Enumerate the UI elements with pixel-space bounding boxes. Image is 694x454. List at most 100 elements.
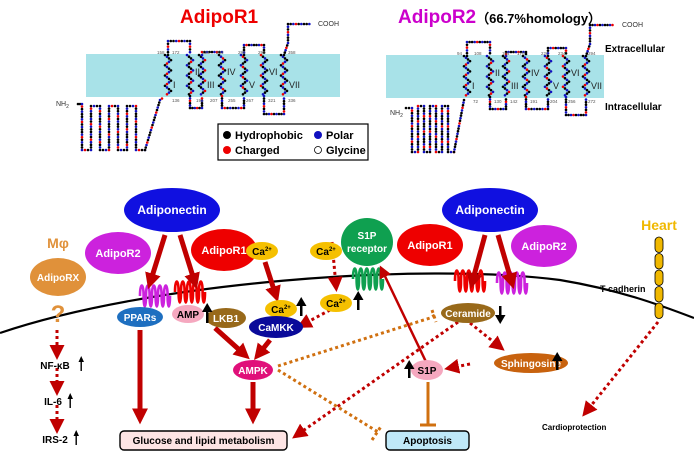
loop-residue [509,50,513,54]
ampk[interactable]: AMPK [233,360,273,380]
n-terminal-residue [89,140,93,144]
helix-residue [243,81,247,84]
helix-residue [283,57,287,60]
helix-label: VI [571,68,580,78]
helix-residue [217,74,221,77]
adipor2-left[interactable]: AdipoR2 [85,232,151,274]
helix-residue [265,79,269,82]
adiponectin-right[interactable]: Adiponectin [442,188,538,232]
n-terminal-residue [446,148,450,151]
apoptosis-box[interactable]: Apoptosis [385,430,470,451]
loop-residue [582,113,585,117]
hydrophobic-dot-icon [223,131,231,139]
helix-residue [489,68,493,71]
n-terminal-residue [434,125,438,128]
n-terminal-residue [125,122,129,126]
loop-residue [220,97,224,100]
helix-residue [163,63,167,67]
n-terminal-residue [440,145,444,149]
glucose-lipid-metabolism-box[interactable]: Glucose and lipid metabolism [119,430,288,451]
n-terminal-residue [98,135,102,139]
loop-residue [524,107,528,111]
helix-residue [245,58,249,62]
loop-residue [546,54,550,58]
ppars[interactable]: PPARs [117,307,163,327]
n-terminal-residue [116,109,120,113]
dotted-ceramide-to-glucose [292,320,459,439]
n-terminal-residue [449,150,453,154]
c-terminal-residue [588,34,592,38]
helix-residue [585,71,589,75]
adipor1-right[interactable]: AdipoR1 [397,224,463,266]
adiponectin-left[interactable]: Adiponectin [124,188,220,232]
loop-residue [496,107,500,111]
helix-residue [464,73,468,77]
helix-residue [583,63,587,66]
helix-residue [565,88,569,92]
helix-residue [261,72,265,76]
helix-residue [261,86,265,89]
adipor1-left[interactable]: AdipoR1 [191,229,257,271]
ca-ion-1: Ca2+ [246,242,278,260]
loop-residue [213,50,216,54]
helix-residue [167,67,171,70]
loop-residue [546,102,550,106]
amp[interactable]: AMP [172,305,204,323]
svg-text:Ca2+: Ca2+ [326,299,346,310]
helix-residue [263,60,267,64]
c-terminal-residue [286,41,290,45]
adipor2-right[interactable]: AdipoR2 [511,225,577,267]
n-terminal-residue [80,135,84,139]
n-terminal-residue [446,127,450,131]
lkb1[interactable]: LKB1 [206,308,246,328]
loop-residue [546,46,550,50]
helix-residue [563,66,567,70]
helix-residue [185,63,189,67]
loop-residue [488,49,492,52]
loop-residue [488,95,492,99]
loop-residue [188,48,192,51]
sphingosine[interactable]: Sphingosine [494,353,568,373]
helix-residue [265,58,269,62]
n-terminal-residue [80,123,84,126]
n-terminal-residue [89,104,93,108]
c-terminal-residue [585,52,589,55]
s1p[interactable]: S1P [411,360,443,380]
adiporx[interactable]: AdipoRX [30,258,86,296]
helix-residue [547,78,551,82]
camkk[interactable]: CaMKK [249,316,303,338]
c-terminal-residue [305,22,308,26]
n-terminal-residue [98,125,102,129]
loop-residue [564,98,568,101]
loop-residue [237,106,240,110]
helix-residue [283,60,287,64]
n-terminal-residue [434,109,438,113]
loop-residue [546,107,550,111]
helix-residue [259,84,263,88]
helix-residue [217,53,221,57]
n-terminal-residue [419,104,423,108]
loop-residue [564,100,568,104]
helix-residue [239,74,243,77]
loop-residue [250,43,253,47]
ceramide[interactable]: Ceramide [441,303,495,323]
loop-residue [210,50,214,54]
n-terminal-residue [116,135,120,139]
helix-residue [243,67,247,70]
n-terminal-residue [422,148,426,151]
n-terminal-residue [422,117,426,121]
loop-residue [577,113,580,117]
s1p-receptor[interactable]: S1P receptor [341,218,393,266]
glucose-lipid-label: Glucose and lipid metabolism [133,436,275,447]
helix-residue [523,76,527,80]
helix-residue [221,87,225,91]
loop-residue [564,113,568,117]
helix-residue [203,89,207,93]
loop-residue [223,106,227,110]
c-terminal-residue [596,23,599,27]
n-terminal-residue [89,133,93,136]
dotted-ceramide-inhibit [430,309,438,323]
helix-residue [525,68,529,71]
helix-residue [283,70,287,74]
helix-label: V [553,81,559,91]
